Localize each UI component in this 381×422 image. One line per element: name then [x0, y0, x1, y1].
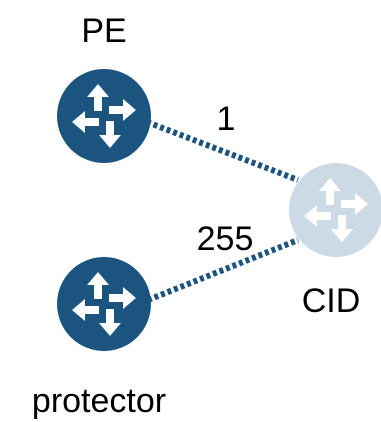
router-icon	[57, 257, 151, 351]
link-label-protector-cid: 255	[197, 220, 254, 258]
link-label-pe-cid: 1	[217, 100, 236, 138]
router-icon	[57, 69, 151, 163]
node-label-pe: PE	[81, 12, 126, 50]
link-protector-cid	[146, 237, 300, 303]
link-pe-cid	[145, 119, 300, 183]
router-pe[interactable]	[57, 69, 151, 163]
router-cid[interactable]	[289, 163, 381, 257]
router-protector[interactable]	[57, 257, 151, 351]
node-label-protector: protector	[32, 382, 166, 420]
node-label-cid: CID	[302, 282, 361, 320]
router-icon	[289, 163, 381, 257]
